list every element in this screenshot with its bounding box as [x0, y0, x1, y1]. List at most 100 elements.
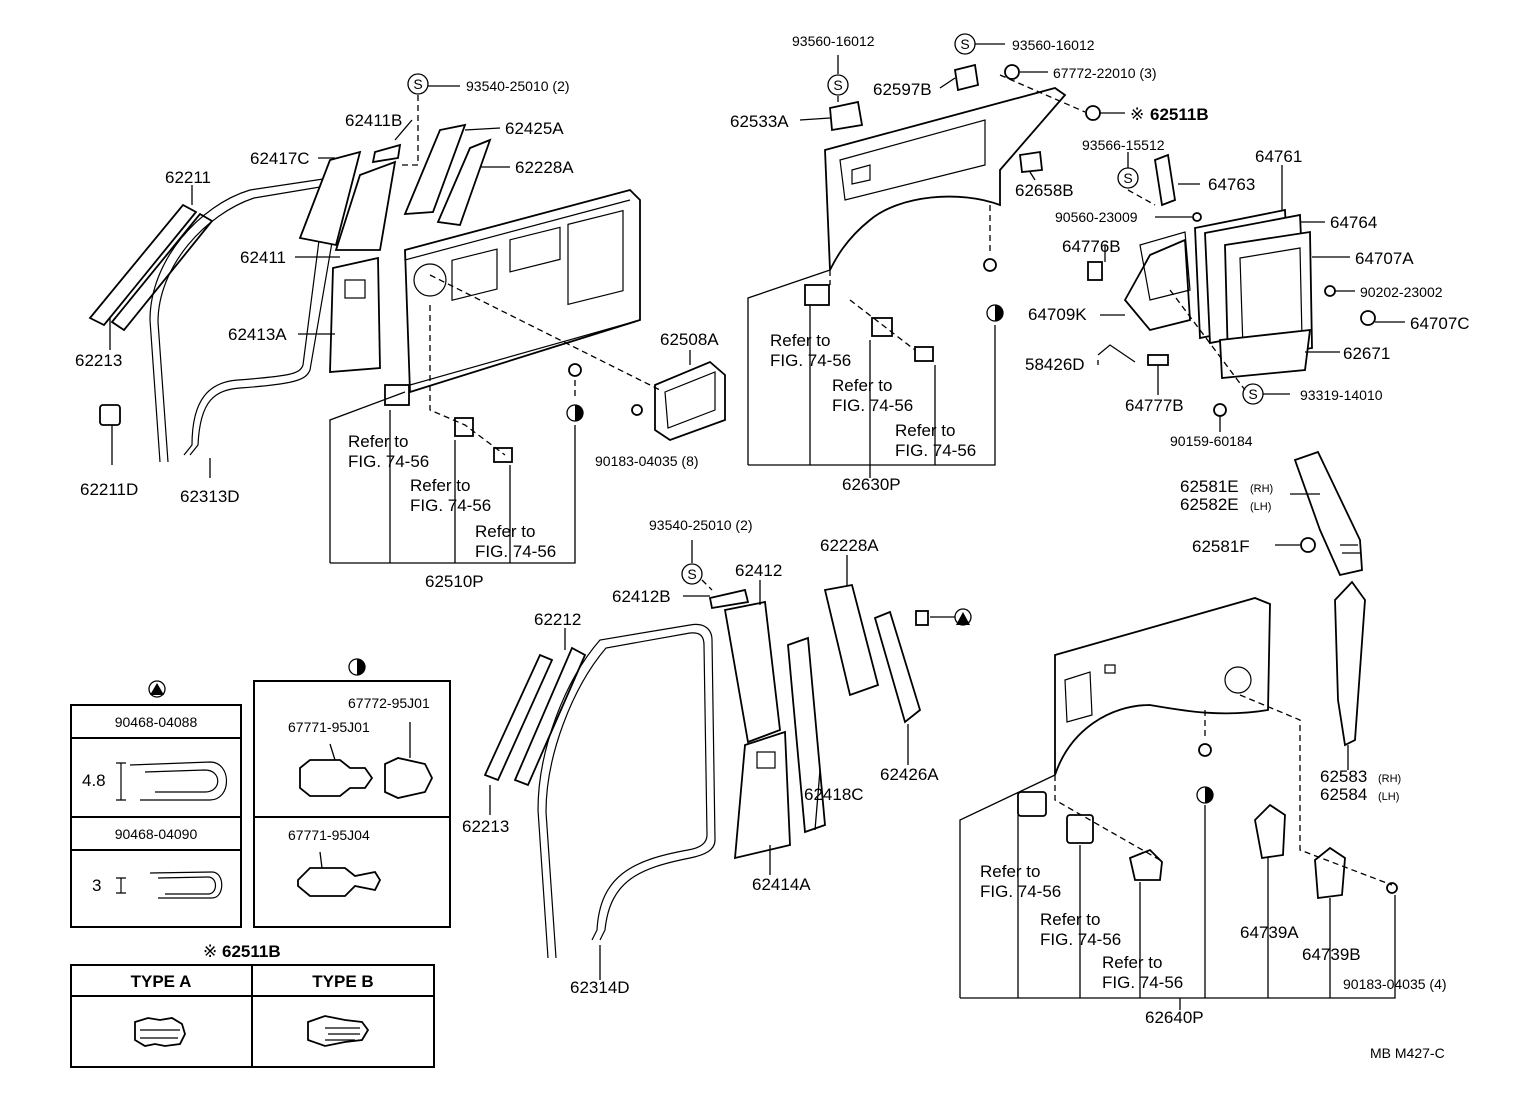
label-62584: 62584: [1320, 785, 1367, 804]
label-62417C: 62417C: [250, 149, 310, 168]
label-62581F: 62581F: [1192, 537, 1250, 556]
svg-text:FIG. 74-56: FIG. 74-56: [410, 496, 491, 515]
svg-text:FIG. 74-56: FIG. 74-56: [1040, 930, 1121, 949]
label-90202-23002: 90202-23002: [1360, 284, 1443, 300]
part-screw-left: [568, 363, 582, 377]
label-62413A: 62413A: [228, 325, 287, 344]
label-62213-a: 62213: [75, 351, 122, 370]
label-62411: 62411: [240, 248, 286, 267]
refer-note-low-3: Refer to FIG. 74-56: [1102, 953, 1183, 992]
part-clip-mid-1: [804, 284, 830, 306]
s-glyph: S: [1123, 170, 1132, 186]
part-62583: [1334, 580, 1366, 747]
tag-62583-rh: (RH): [1378, 773, 1401, 785]
part-clip-mid-3: [914, 346, 934, 362]
detail-half-part-c: 67771-95J04: [288, 827, 370, 843]
part-clip-mid-2: [871, 317, 893, 337]
s-glyph: S: [687, 566, 696, 582]
label-93319-14010: 93319-14010: [1300, 387, 1383, 403]
part-main-panel-lower: [1054, 597, 1271, 776]
svg-text:Refer to: Refer to: [475, 522, 535, 541]
detail-tri-row1-part: 90468-04088: [115, 714, 198, 730]
type-table-title: 62511B: [222, 942, 281, 961]
label-62511B: 62511B: [1150, 105, 1209, 124]
detail-tri-row2-part: 90468-04090: [115, 826, 198, 842]
part-clip-left-3: [493, 447, 513, 463]
svg-text:Refer to: Refer to: [348, 432, 408, 451]
svg-text:Refer to: Refer to: [895, 421, 955, 440]
part-screw-mid: [983, 258, 997, 272]
label-64707C: 64707C: [1410, 314, 1470, 333]
label-64761: 64761: [1255, 147, 1302, 166]
label-64764: 64764: [1330, 213, 1377, 232]
part-58426D: [1097, 344, 1136, 363]
label-64709K: 64709K: [1028, 305, 1087, 324]
refer-note-mid-3: Refer to FIG. 74-56: [895, 421, 976, 460]
triangle-symbol-mid: [956, 612, 970, 625]
refer-note-low-2: Refer to FIG. 74-56: [1040, 910, 1121, 949]
group-rear-pillar: [1275, 450, 1366, 770]
part-main-panel-middle: [824, 87, 1067, 271]
svg-text:Refer to: Refer to: [832, 376, 892, 395]
svg-text:Refer to: Refer to: [980, 862, 1040, 881]
label-62630P: 62630P: [842, 475, 901, 494]
label-62411B: 62411B: [345, 111, 402, 130]
part-62418C: [787, 636, 826, 834]
part-62413A: [329, 256, 381, 373]
part-62671: [1219, 328, 1312, 379]
asterisk-glyph-top: ※: [1130, 105, 1144, 124]
part-clip-low-3: [1128, 848, 1163, 881]
part-62411: [334, 160, 397, 251]
label-62581E: 62581E: [1180, 477, 1239, 496]
group-quarter-panel-upper: S S: [747, 33, 1125, 478]
label-62418C: 62418C: [804, 785, 864, 804]
triangle-symbol-legend: [150, 683, 164, 695]
part-64776B: [1087, 261, 1103, 281]
label-64763: 64763: [1208, 175, 1255, 194]
label-93540-25010-b: 93540-25010 (2): [649, 517, 753, 533]
svg-text:FIG. 74-56: FIG. 74-56: [475, 542, 556, 561]
label-93566-15512: 93566-15512: [1082, 137, 1165, 153]
label-93560-16012-b: 93560-16012: [1012, 37, 1095, 53]
label-62426A: 62426A: [880, 765, 939, 784]
part-screw-low: [1198, 743, 1212, 757]
label-62412: 62412: [735, 561, 782, 580]
detail-half-part-a: 67772-95J01: [348, 695, 430, 711]
asterisk-glyph-table: ※: [203, 942, 217, 961]
part-clip-tri: [915, 610, 929, 626]
s-glyph: S: [833, 77, 842, 93]
label-62597B: 62597B: [873, 80, 932, 99]
part-62211-strip: [88, 203, 198, 327]
part-62212-strip-b: [513, 646, 587, 787]
label-62313D: 62313D: [180, 487, 240, 506]
label-64777B: 64777B: [1125, 396, 1184, 415]
part-62211D-clip: [99, 404, 121, 426]
part-62314D-weatherstrip: [537, 623, 716, 959]
label-62640P: 62640P: [1145, 1008, 1204, 1027]
part-62426A: [873, 610, 922, 724]
refer-note-mid-2: Refer to FIG. 74-56: [832, 376, 913, 415]
part-64777B: [1147, 354, 1169, 366]
svg-text:FIG. 74-56: FIG. 74-56: [832, 396, 913, 415]
label-62671: 62671: [1343, 344, 1390, 363]
group-quarter-panel-lower: [959, 597, 1398, 1010]
label-62583: 62583: [1320, 767, 1367, 786]
s-symbol-mid-1: [827, 74, 849, 96]
part-64709K: [1123, 238, 1191, 332]
s-glyph: S: [960, 36, 969, 52]
part-64739B: [1314, 846, 1346, 900]
label-62211D: 62211D: [80, 480, 138, 499]
part-nut-90183: [631, 404, 643, 416]
label-62510P: 62510P: [425, 572, 484, 591]
label-58426D: 58426D: [1025, 355, 1085, 374]
part-62228A-a: [436, 138, 492, 226]
part-64707A: [1224, 230, 1313, 364]
tag-62582E-lh: (LH): [1250, 501, 1271, 513]
part-62212-strip-a: [483, 653, 554, 782]
part-62597B: [953, 63, 980, 92]
detail-box-triangle: [70, 680, 242, 928]
part-clip-62581F: [1300, 537, 1316, 553]
label-64739B: 64739B: [1302, 945, 1361, 964]
part-nut-90202: [1324, 285, 1336, 297]
tag-62584-lh: (LH): [1378, 791, 1399, 803]
